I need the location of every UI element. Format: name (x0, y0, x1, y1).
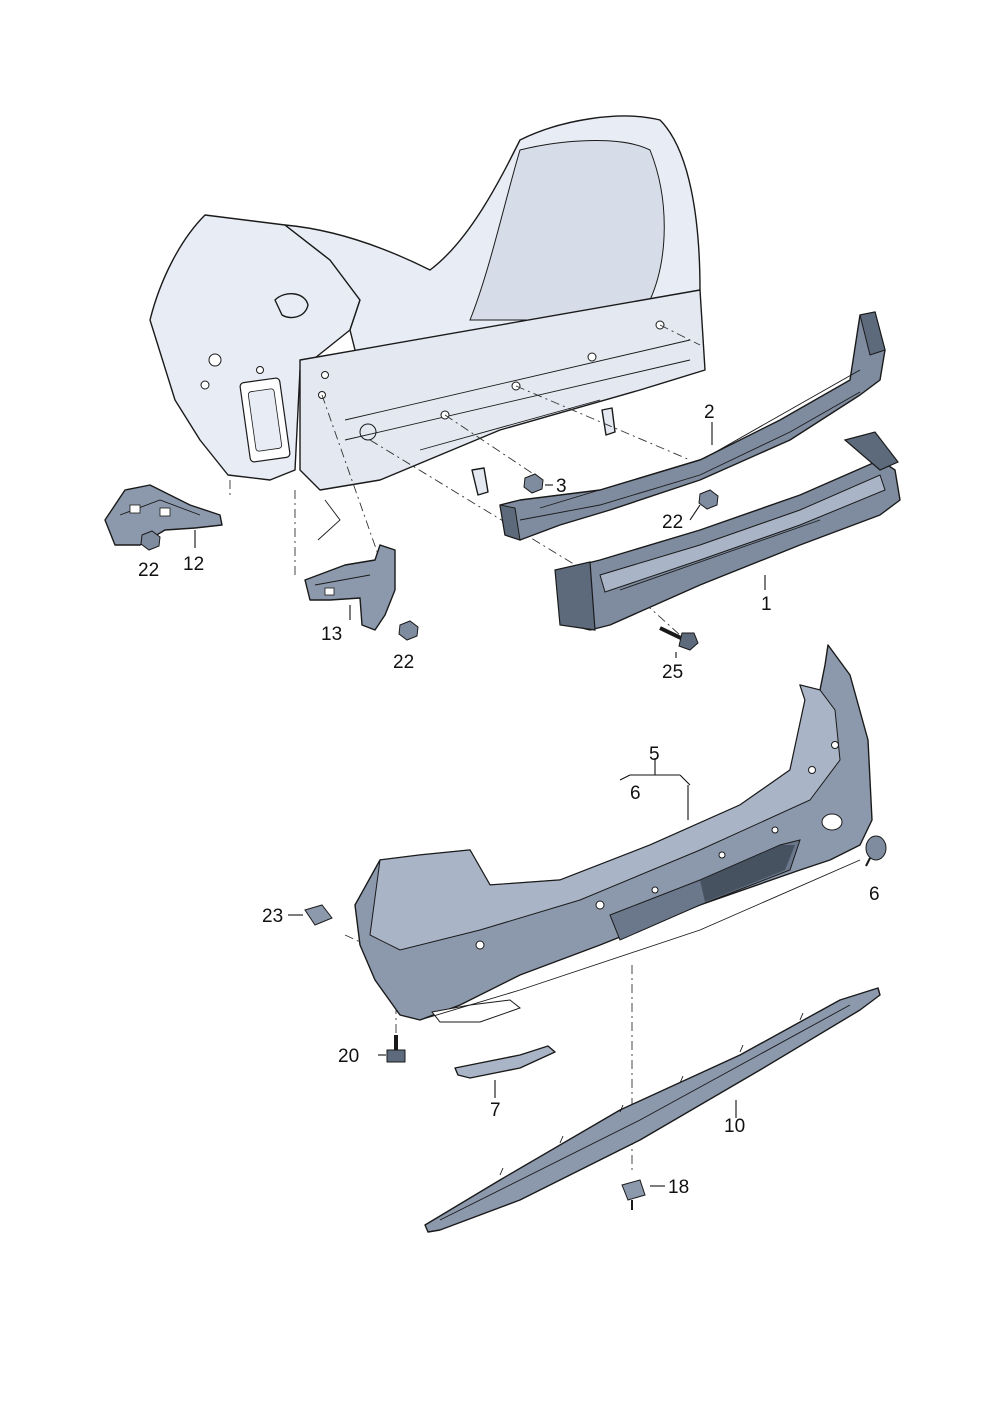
nut-22-right (698, 489, 719, 510)
callout-3: 3 (556, 476, 567, 497)
callout-12: 12 (183, 554, 204, 575)
part-1-bumper-beam (554, 431, 901, 631)
part-12-side-bracket-left (104, 484, 223, 546)
part-10-lower-spoiler (424, 987, 881, 1233)
callout-18: 18 (668, 1177, 689, 1198)
part-7-reflector (454, 1045, 556, 1079)
callout-5: 5 (649, 744, 660, 765)
callout-leaders (194, 422, 766, 1187)
rear-body-shell (149, 115, 706, 541)
nut-22-left (140, 530, 161, 551)
screw-20 (386, 1035, 406, 1063)
callout-1: 1 (761, 594, 772, 615)
callout-22-mid: 22 (393, 652, 414, 673)
callout-6-cap: 6 (869, 884, 880, 905)
callout-13: 13 (321, 624, 342, 645)
part-13-side-bracket-right (304, 544, 396, 631)
callout-25: 25 (662, 662, 683, 683)
nut-22-mid (398, 620, 419, 641)
clip-18 (621, 1179, 646, 1210)
callout-20: 20 (338, 1046, 359, 1067)
callout-23: 23 (262, 906, 283, 927)
clip-23 (304, 904, 333, 926)
callout-6-bracket: 6 (630, 783, 641, 804)
callout-10: 10 (724, 1116, 745, 1137)
nut-3 (523, 473, 544, 494)
callout-22-right: 22 (662, 512, 683, 533)
bolt-25 (659, 626, 699, 651)
callout-7: 7 (490, 1100, 501, 1121)
part-2-upper-absorber (499, 311, 886, 541)
fasteners (140, 473, 887, 1210)
callout-labels: 1 2 3 5 6 6 7 10 12 13 18 20 22 22 22 23… (138, 402, 880, 1198)
part-5-bumper-cover (354, 644, 873, 1023)
callout-2: 2 (704, 402, 715, 423)
cap-6 (865, 835, 887, 867)
callout-22-left: 22 (138, 560, 159, 581)
